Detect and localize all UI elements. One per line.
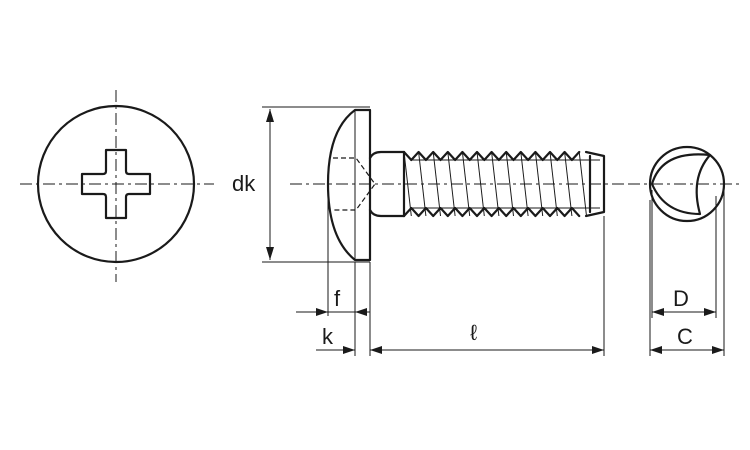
k-label: k (322, 324, 334, 349)
l-arrow-right (592, 346, 604, 354)
d-arrow-left (652, 308, 664, 316)
c-arrow-left (650, 346, 662, 354)
thread-crest-bottom (402, 206, 581, 218)
dk-arrow-top (266, 109, 274, 122)
dk-label: dk (232, 171, 256, 196)
thread-helix-line (505, 151, 514, 217)
thread-end (584, 150, 606, 218)
l-arrow-left (370, 346, 382, 354)
head-top-view (20, 90, 214, 282)
thread-helix-line (564, 151, 573, 217)
d-arrow-right (704, 308, 716, 316)
dk-arrow-bottom (266, 247, 274, 260)
thread-helix-line (418, 151, 427, 217)
end-outer-circle (648, 145, 726, 223)
thread-helix-line (432, 151, 441, 217)
truss-head (326, 108, 372, 262)
thread-helix-line (476, 151, 485, 217)
neck (368, 150, 406, 218)
thread-helix-line (549, 151, 558, 217)
thread-helix-line (461, 151, 471, 217)
thread-helix-line (491, 151, 500, 217)
thread-helix-line (447, 151, 456, 217)
f-label: f (334, 286, 341, 311)
k-arrow-right (343, 346, 355, 354)
phillips-cross-recess (80, 148, 152, 220)
thread-helix-line (534, 151, 544, 217)
thread-helix-line (520, 151, 529, 217)
screw-end-view: D C (628, 145, 740, 356)
end-inner-lobe (650, 153, 712, 216)
c-arrow-right (712, 346, 724, 354)
f-arrow-right (355, 308, 367, 316)
thread-helix-line (403, 151, 412, 217)
thread-teeth (402, 150, 587, 218)
d-label: D (673, 286, 689, 311)
c-label: C (677, 324, 693, 349)
f-arrow-left (316, 308, 328, 316)
l-label: ℓ (470, 320, 478, 345)
screw-side-view: dk f k ℓ (232, 106, 624, 356)
thread-helix-line (578, 151, 587, 217)
